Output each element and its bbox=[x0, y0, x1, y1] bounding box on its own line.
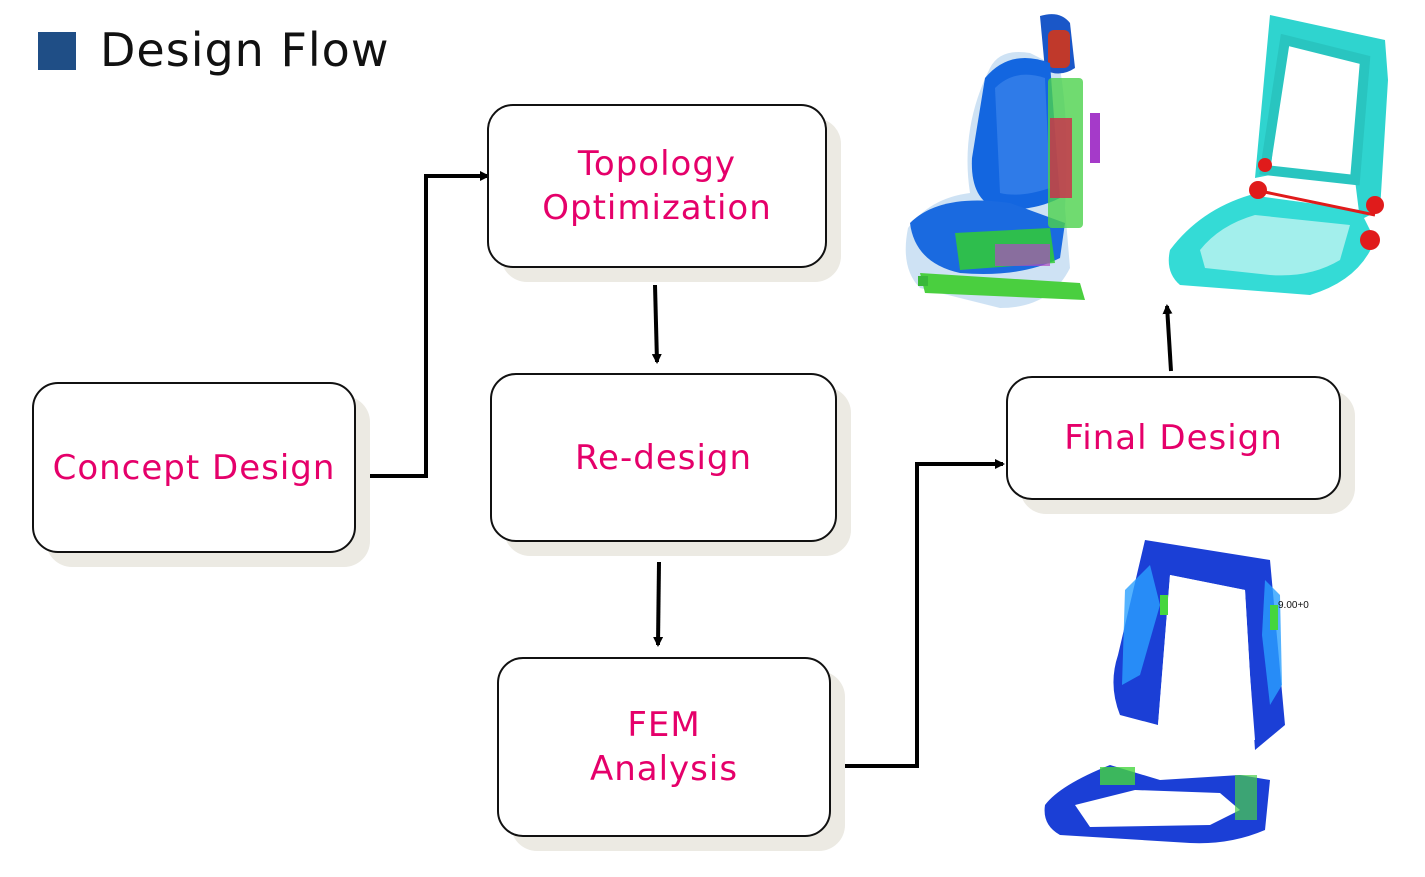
arrow-fem-to-final bbox=[840, 459, 1005, 768]
fem-result-image: 9.00+0 bbox=[1044, 540, 1309, 844]
node-final-label: Final Design bbox=[1064, 418, 1283, 458]
car-seat-model-image bbox=[905, 14, 1100, 308]
page-title: Design Flow bbox=[100, 23, 390, 77]
arrow-topology-to-redesign bbox=[651, 284, 662, 364]
seat-frame-image bbox=[1168, 15, 1388, 295]
arrow-concept-to-topology bbox=[370, 171, 490, 478]
node-concept-design: Concept Design bbox=[32, 382, 356, 553]
node-concept-label: Concept Design bbox=[52, 447, 336, 488]
node-final-design: Final Design bbox=[1006, 376, 1341, 500]
node-redesign: Re-design bbox=[490, 373, 837, 542]
arrow-final-to-images bbox=[1162, 304, 1173, 372]
arrow-redesign-to-fem bbox=[653, 561, 664, 647]
node-redesign-label: Re-design bbox=[574, 437, 753, 478]
title-square-icon bbox=[38, 32, 76, 70]
fem-value-label: 9.00+0 bbox=[1278, 600, 1309, 611]
